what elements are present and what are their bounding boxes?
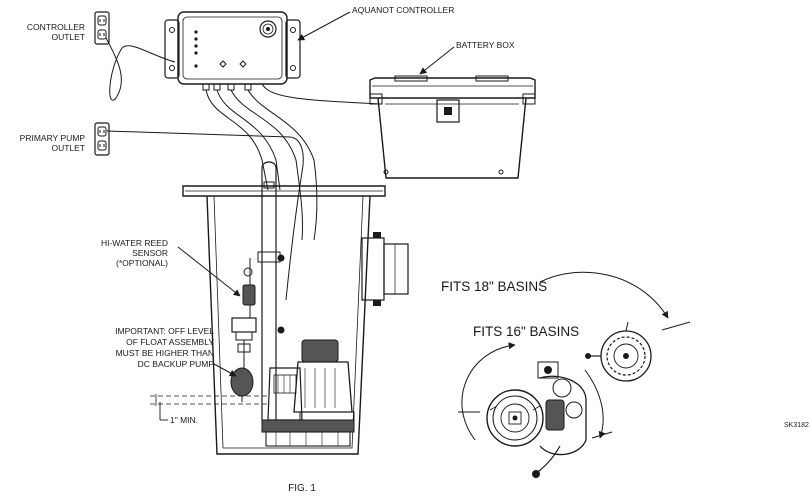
battery-box	[369, 75, 536, 179]
primary-pump-cord	[106, 130, 304, 301]
battery-cable	[261, 83, 381, 105]
controller-outlet-label-1: CONTROLLER	[27, 22, 85, 32]
battery-latch	[436, 99, 460, 123]
battery-box-label: BATTERY BOX	[456, 40, 515, 50]
primary-pump-outlet-label-2: OUTLET	[51, 143, 85, 153]
hi-water-label-3: (*OPTIONAL)	[116, 258, 168, 268]
figure-label: FIG. 1	[288, 483, 316, 494]
important-note-line-2: OF FLOAT ASSEMBLY	[126, 337, 214, 347]
test-button-icon	[219, 60, 227, 68]
hi-water-sensor-icon	[242, 258, 256, 318]
important-note-line-3: MUST BE HIGHER THAN	[116, 348, 214, 358]
discharge-pipe	[257, 161, 285, 420]
led-indicator	[194, 30, 198, 34]
primary-pump-outlet-label-1: PRIMARY PUMP	[20, 133, 86, 143]
one-inch-dimension	[150, 394, 268, 421]
controller-outlet-label-2: OUTLET	[51, 32, 85, 42]
float-switch-assembly	[230, 317, 257, 402]
hi-water-label-1: HI-WATER REED	[101, 238, 168, 248]
top-view-18-inch-position	[585, 321, 652, 382]
top-view-pump-assembly	[486, 361, 587, 478]
silence-button-icon	[239, 60, 247, 68]
important-note-line-1: IMPORTANT: OFF LEVEL	[115, 326, 214, 336]
one-inch-min-label: 1" MIN.	[170, 415, 198, 425]
primary-pump	[293, 339, 355, 421]
controller-outlet-icon	[94, 11, 110, 45]
fits-18-label: FITS 18" BASINS	[441, 279, 547, 294]
fits-16-label: FITS 16" BASINS	[473, 324, 579, 339]
alarm-speaker-icon	[259, 20, 277, 38]
inlet-fitting	[361, 232, 409, 306]
arc-18-inch	[539, 271, 669, 319]
pump-base	[261, 419, 355, 447]
sheet-code: SK3182	[784, 422, 809, 429]
arc-16-inch	[461, 342, 516, 441]
aquanot-controller	[164, 11, 301, 91]
important-note-line-4: DC BACKUP PUMP	[138, 359, 215, 369]
primary-pump-outlet-icon	[94, 122, 110, 156]
sump-basin	[182, 181, 386, 455]
hi-water-label-2: SENSOR	[132, 248, 168, 258]
aquanot-controller-label: AQUANOT CONTROLLER	[352, 5, 454, 15]
controller-power-cord	[105, 37, 176, 101]
